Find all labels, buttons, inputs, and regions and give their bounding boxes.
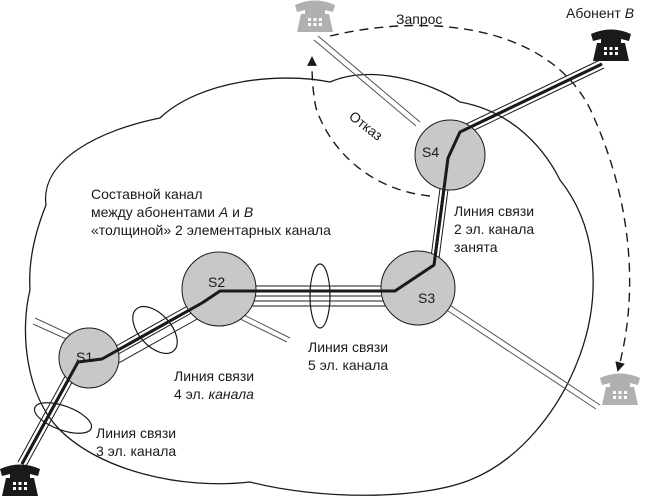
background-lines: [32, 35, 601, 410]
request-label: Запрос: [396, 11, 442, 27]
network-cloud: [24, 74, 594, 496]
node-s3: S3: [380, 250, 456, 326]
svg-text:S3: S3: [418, 290, 435, 306]
composite-line1: Составной канал: [91, 186, 203, 202]
s4s3-line3: занята: [454, 239, 498, 255]
node-s2: S2: [181, 251, 257, 327]
composite-line3: «толщиной» 2 элементарных канала: [91, 222, 331, 238]
telephone-icon: [600, 373, 640, 405]
telephone-icon: [295, 0, 335, 32]
composite-line2: между абонентами A и B: [91, 204, 253, 220]
refusal-arrow: [307, 56, 431, 197]
svg-text:S2: S2: [208, 274, 225, 290]
s2s3-line1: Линия связи: [308, 339, 388, 355]
composite-channel: [20, 62, 603, 465]
link-ellipses: [33, 263, 331, 434]
s2s3-line2: 5 эл. канала: [308, 357, 388, 373]
refusal-label: Отказ: [346, 108, 386, 144]
subscriber-b-label: Абонент B: [566, 5, 634, 21]
s1a-line2: 3 эл. канала: [96, 443, 176, 459]
s1s2-line1: Линия связи: [174, 368, 254, 384]
svg-text:S4: S4: [422, 144, 439, 160]
request-arrow: [329, 24, 631, 372]
s1s2-line2: 4 эл. канала: [174, 386, 254, 402]
s4s3-line1: Линия связи: [454, 203, 534, 219]
telephone-icon: [0, 464, 40, 496]
s1a-line1: Линия связи: [96, 425, 176, 441]
s4s3-line2: 2 эл. канала: [454, 221, 534, 237]
telephone-icon: [591, 29, 631, 61]
